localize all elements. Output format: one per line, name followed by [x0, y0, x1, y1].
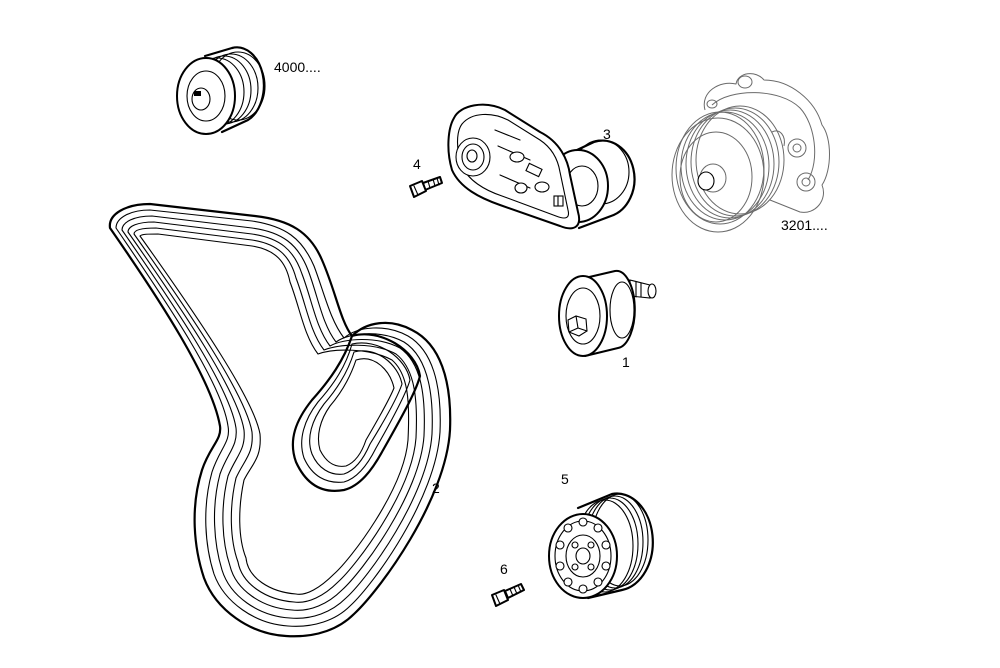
label-guide-pulley-bolt: 6 [500, 561, 508, 577]
label-tensioner: 3 [603, 126, 611, 142]
label-water-pump: 3201.... [781, 217, 828, 233]
alternator-pulley [176, 46, 266, 135]
poly-v-belt [108, 202, 452, 638]
label-tensioner-bolt: 4 [413, 156, 421, 172]
guide-pulley-bolt [491, 583, 525, 607]
label-belt: 2 [432, 480, 440, 496]
label-alternator-pulley: 4000.... [274, 59, 321, 75]
idler-pulley [558, 269, 657, 357]
water-pump [671, 73, 830, 233]
belt-tensioner [447, 103, 636, 230]
guide-pulley [548, 492, 654, 600]
tensioner-bolt [409, 176, 443, 198]
label-idler-pulley: 1 [622, 354, 630, 370]
label-guide-pulley: 5 [561, 471, 569, 487]
